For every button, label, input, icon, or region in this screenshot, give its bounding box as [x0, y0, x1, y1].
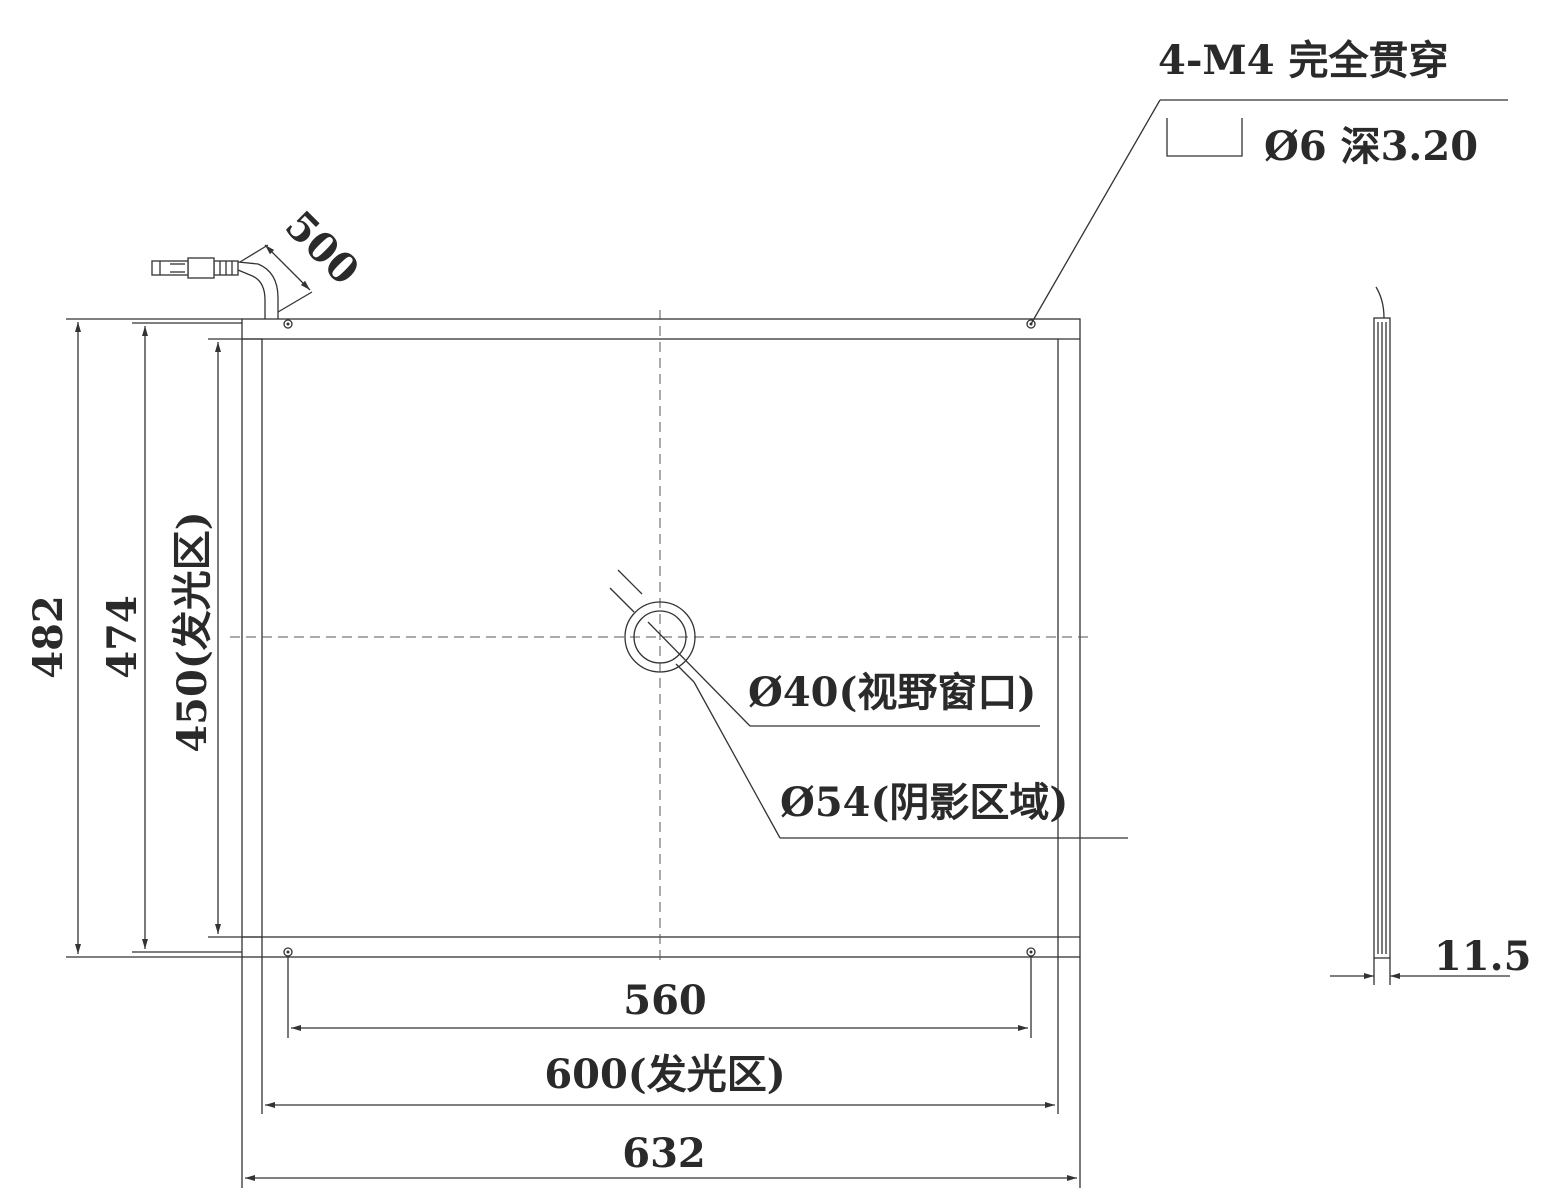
dim-emitting-height: 450(发光区) [169, 338, 262, 938]
dim-cable-length: 500 [239, 202, 368, 313]
cable-connector [151, 257, 279, 319]
hole-spec-line2: Ø6 深3.20 [1264, 123, 1478, 170]
connector-plug [151, 260, 189, 276]
side-view [1373, 286, 1391, 959]
dim-emitting-width: 600(发光区) [261, 937, 1059, 1114]
view-window-circle [633, 610, 687, 664]
mounting-hole-bottom-right [1026, 947, 1036, 957]
callout-shadow-area: Ø54(阴影区域) [609, 587, 1128, 839]
dim-hole-spacing: 560 [287, 957, 1032, 1038]
outer-height-label: 482 [25, 595, 72, 679]
inner-height-label: 474 [99, 595, 146, 679]
hole-spec-line1: 4-M4 完全贯穿 [1158, 37, 1448, 84]
view-window-label: Ø40(视野窗口) [748, 669, 1036, 716]
shadow-area-label: Ø54(阴影区域) [780, 779, 1068, 826]
cable-length-label: 500 [276, 202, 368, 294]
thickness-label: 11.5 [1434, 933, 1531, 980]
connector-body [187, 257, 215, 279]
dim-outer-height: 482 [25, 318, 242, 958]
panel-outer-frame [241, 318, 1081, 958]
mounting-hole-top-left [283, 319, 293, 329]
dim-inner-height: 474 [99, 322, 242, 953]
counterbore-symbol [1166, 118, 1243, 157]
callout-hole-spec: 4-M4 完全贯穿 Ø6 深3.20 [1030, 37, 1508, 325]
dim-thickness: 11.5 [1330, 933, 1531, 985]
callout-view-window: Ø40(视野窗口) [617, 569, 1040, 727]
hole-spacing-label: 560 [623, 977, 707, 1024]
mounting-hole-bottom-left [283, 947, 293, 957]
emitting-width-label: 600(发光区) [544, 1051, 785, 1098]
dim-outer-width: 632 [241, 957, 1081, 1188]
outer-width-label: 632 [622, 1130, 706, 1177]
emitting-height-label: 450(发光区) [169, 511, 216, 752]
shadow-area-circle [624, 601, 696, 673]
front-view [230, 310, 1090, 962]
